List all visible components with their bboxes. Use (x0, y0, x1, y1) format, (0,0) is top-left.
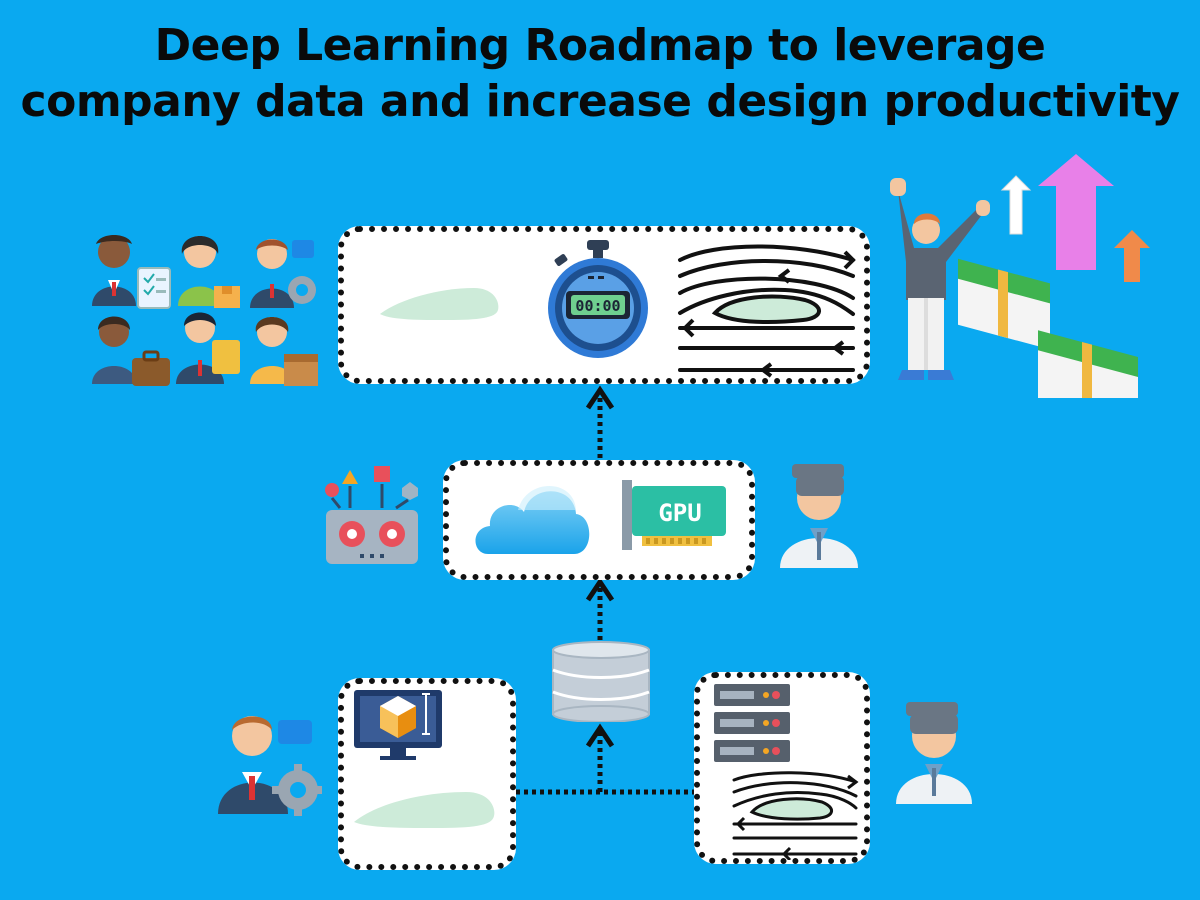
gpu-card-icon: GPU (622, 480, 726, 550)
airflow-streamlines-icon (678, 244, 856, 378)
scientist-vr-icon (896, 702, 972, 804)
airfoil-icon (354, 792, 495, 828)
gpu-label: GPU (658, 499, 701, 527)
stopwatch-display: 00:00 (575, 297, 620, 315)
arrowhead-mid (585, 577, 615, 602)
ml-board-icon (325, 466, 418, 564)
airflow-streamlines-icon (732, 771, 859, 860)
airfoil-icon (380, 288, 499, 320)
page-title: Deep Learning Roadmap to leverage compan… (0, 18, 1200, 130)
scientist-vr-icon (780, 464, 858, 568)
arrowhead-db (585, 723, 615, 748)
cloud-icon (475, 486, 590, 554)
server-rack-icon (714, 684, 790, 762)
stopwatch-icon: 00:00 (548, 240, 648, 358)
arrowhead-top (585, 385, 615, 410)
title-line-1: Deep Learning Roadmap to leverage (154, 20, 1046, 71)
cad-monitor-icon (354, 690, 442, 760)
engineer-icon (218, 716, 322, 816)
team-people-icon (92, 235, 318, 386)
celebrating-man-money-icon (890, 154, 1150, 398)
title-line-2: company data and increase design product… (20, 76, 1180, 127)
database-icon (552, 641, 650, 722)
